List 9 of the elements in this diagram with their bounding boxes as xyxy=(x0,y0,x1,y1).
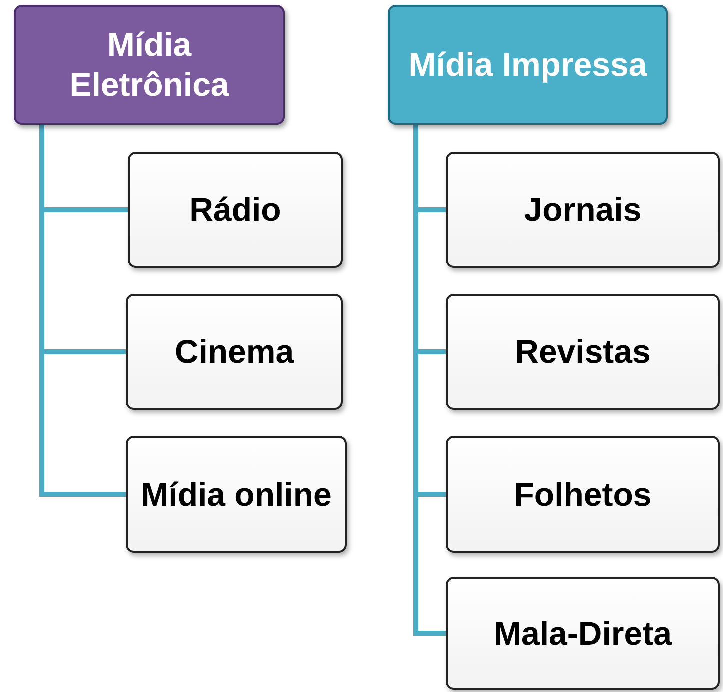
item-box: Rádio xyxy=(128,152,343,268)
item-box: Jornais xyxy=(446,152,720,268)
item-box: Folhetos xyxy=(446,436,720,553)
category-box: Mídia Impressa xyxy=(388,5,668,125)
item-box: Revistas xyxy=(446,294,720,410)
item-box: Mídia online xyxy=(126,436,347,553)
category-box: Mídia Eletrônica xyxy=(14,5,285,125)
item-box: Mala-Direta xyxy=(446,577,720,690)
item-box: Cinema xyxy=(126,294,343,410)
